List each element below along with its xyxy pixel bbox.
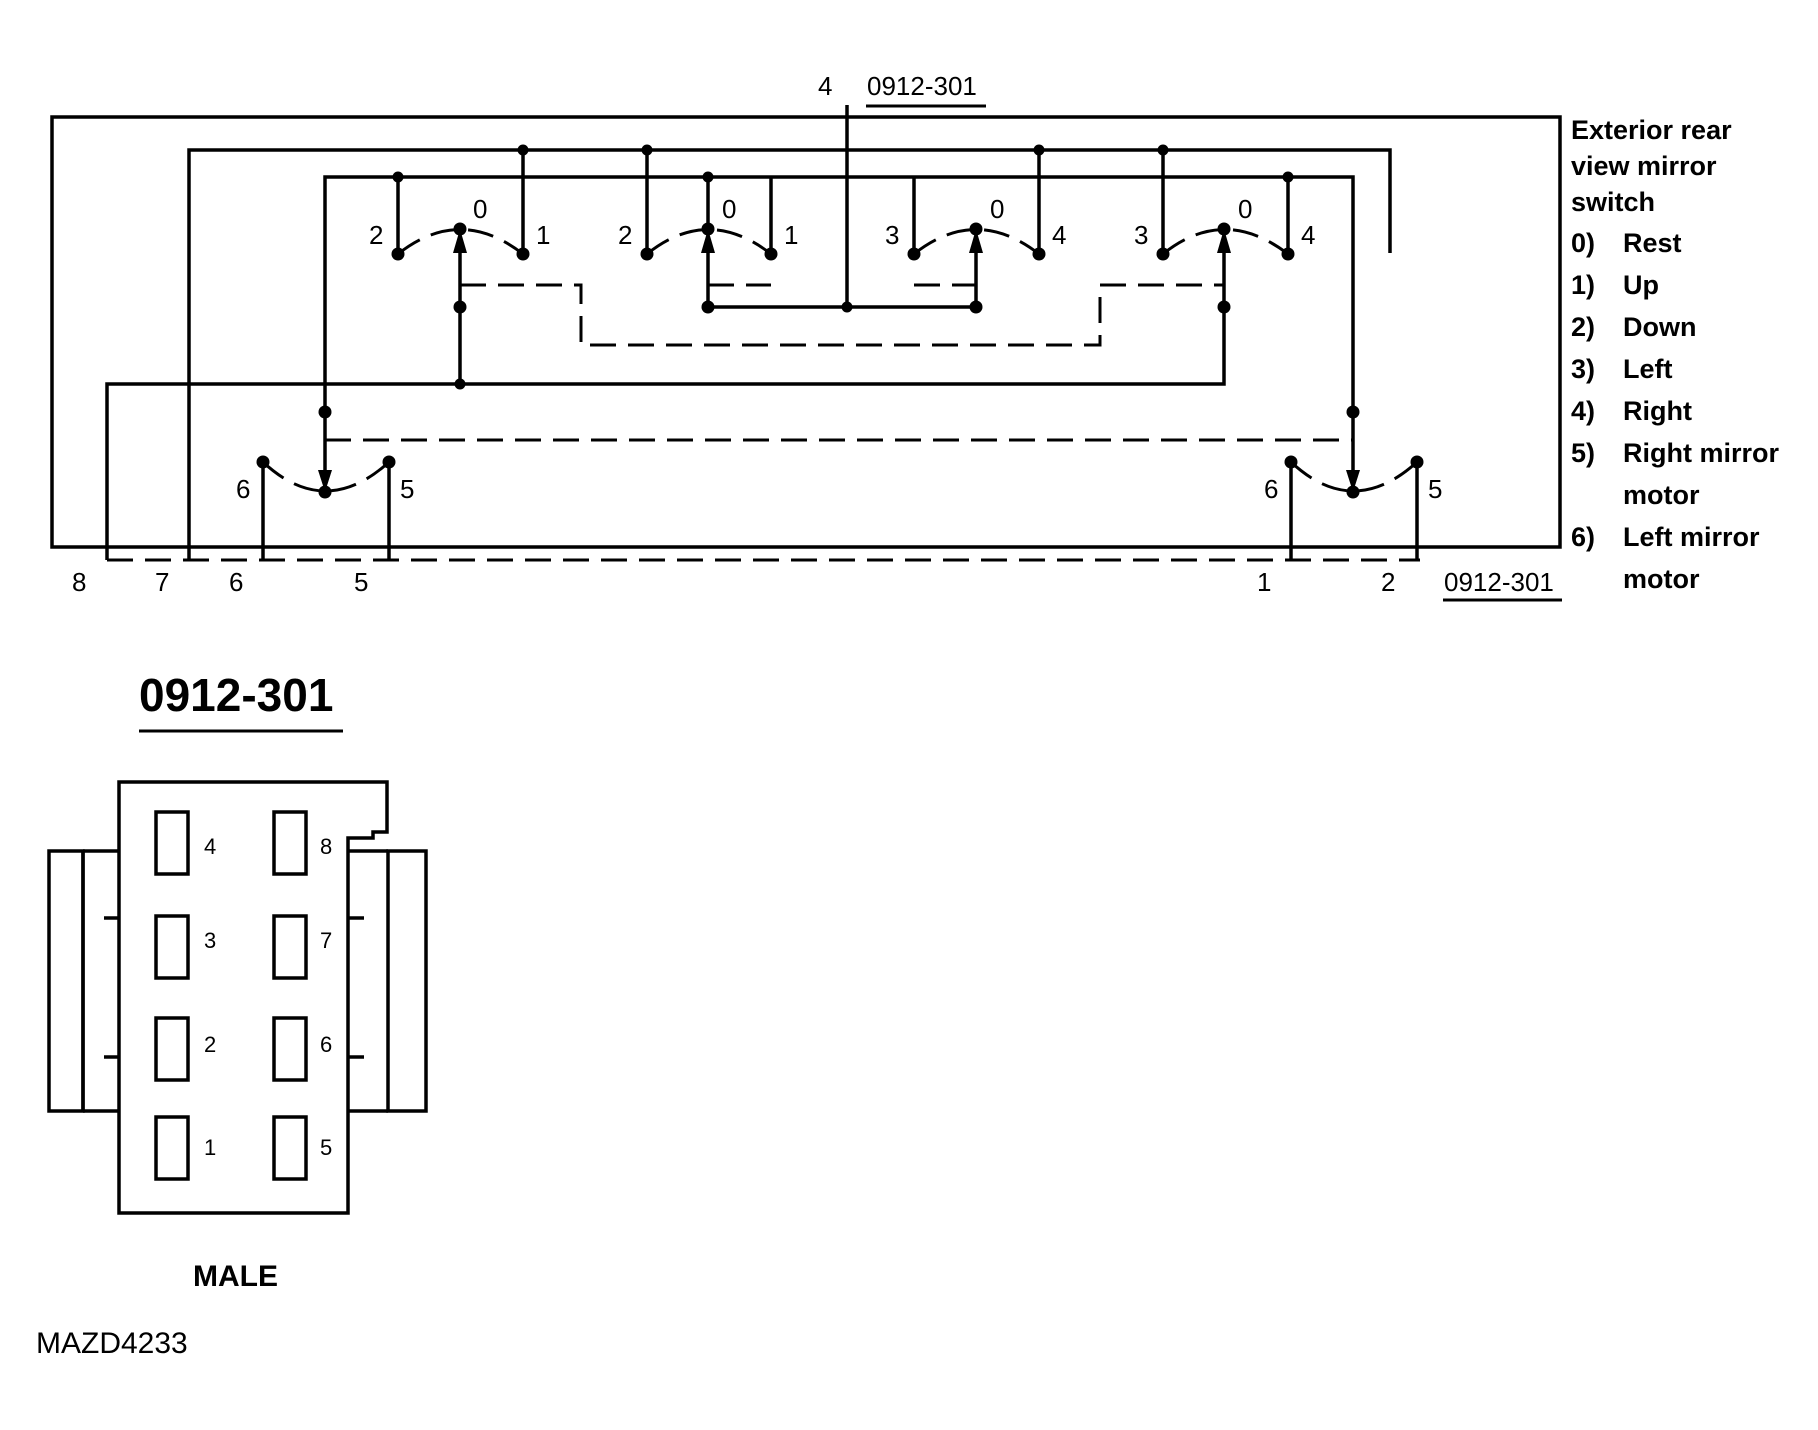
- svg-text:0: 0: [473, 194, 487, 224]
- selector-right-motor: 6 5: [1264, 405, 1442, 560]
- pin-label-7: 7: [155, 567, 169, 597]
- switch-leftright-right: 3 0 4: [1134, 144, 1315, 314]
- svg-text:6: 6: [320, 1032, 332, 1057]
- switch-updown-right: 2 0 1: [618, 144, 853, 314]
- svg-text:4: 4: [1301, 220, 1315, 250]
- bus-upper: [323, 175, 1355, 412]
- svg-text:7: 7: [320, 928, 332, 953]
- pin-label-5: 5: [354, 567, 368, 597]
- pin-label-2: 2: [1381, 567, 1395, 597]
- svg-text:4: 4: [204, 834, 216, 859]
- legend-item: motor: [1623, 480, 1700, 510]
- svg-text:3: 3: [204, 928, 216, 953]
- linkage-upper: [460, 283, 1224, 347]
- svg-text:1: 1: [204, 1135, 216, 1160]
- legend-list: 0)Rest 1)Up 2)Down 3)Left 4)Right 5)Righ…: [1571, 222, 1779, 600]
- bus-pin8: [105, 307, 1226, 547]
- legend-item: 4)Right: [1571, 396, 1692, 426]
- svg-text:8: 8: [320, 834, 332, 859]
- svg-text:3: 3: [885, 220, 899, 250]
- svg-text:1: 1: [536, 220, 550, 250]
- legend-item: 3)Left: [1571, 354, 1673, 384]
- legend-item: 0)Rest: [1571, 228, 1682, 258]
- svg-text:2: 2: [618, 220, 632, 250]
- connector-title: 0912-301: [139, 669, 334, 721]
- svg-text:0: 0: [990, 194, 1004, 224]
- svg-text:1: 1: [784, 220, 798, 250]
- pin-label-8: 8: [72, 567, 86, 597]
- switch-leftright-left: 3 0 4: [885, 144, 1066, 314]
- selector-left-motor: 6 5: [236, 405, 414, 560]
- figure-code: MAZD4233: [36, 1327, 188, 1360]
- legend-title: Exterior rear view mirror switch: [1571, 115, 1732, 217]
- legend-item: motor: [1623, 564, 1700, 594]
- svg-text:5: 5: [320, 1135, 332, 1160]
- svg-text:4: 4: [1052, 220, 1066, 250]
- connector-face: 4 3 2 1 8 7 6 5: [47, 780, 428, 1215]
- pin-label-1: 1: [1257, 567, 1271, 597]
- svg-text:5: 5: [1428, 474, 1442, 504]
- switch-updown-left: 2 0 1: [369, 144, 550, 390]
- pin-label-6: 6: [229, 567, 243, 597]
- svg-text:5: 5: [400, 474, 414, 504]
- top-pin-label: 4: [818, 71, 832, 101]
- top-connector-label: 0912-301: [867, 71, 977, 101]
- legend-item: 5)Right mirror: [1571, 438, 1780, 468]
- legend-item: 6)Left mirror: [1571, 522, 1760, 552]
- legend-item: 1)Up: [1571, 270, 1659, 300]
- bus-pin7: [187, 148, 1392, 547]
- svg-text:6: 6: [1264, 474, 1278, 504]
- svg-text:0: 0: [722, 194, 736, 224]
- svg-text:0: 0: [1238, 194, 1252, 224]
- svg-text:2: 2: [369, 220, 383, 250]
- svg-text:2: 2: [204, 1032, 216, 1057]
- gender-label: MALE: [193, 1260, 278, 1293]
- legend-item: 2)Down: [1571, 312, 1697, 342]
- svg-text:6: 6: [236, 474, 250, 504]
- switch-housing: [50, 115, 1562, 549]
- bottom-connector-label: 0912-301: [1444, 567, 1554, 597]
- svg-text:3: 3: [1134, 220, 1148, 250]
